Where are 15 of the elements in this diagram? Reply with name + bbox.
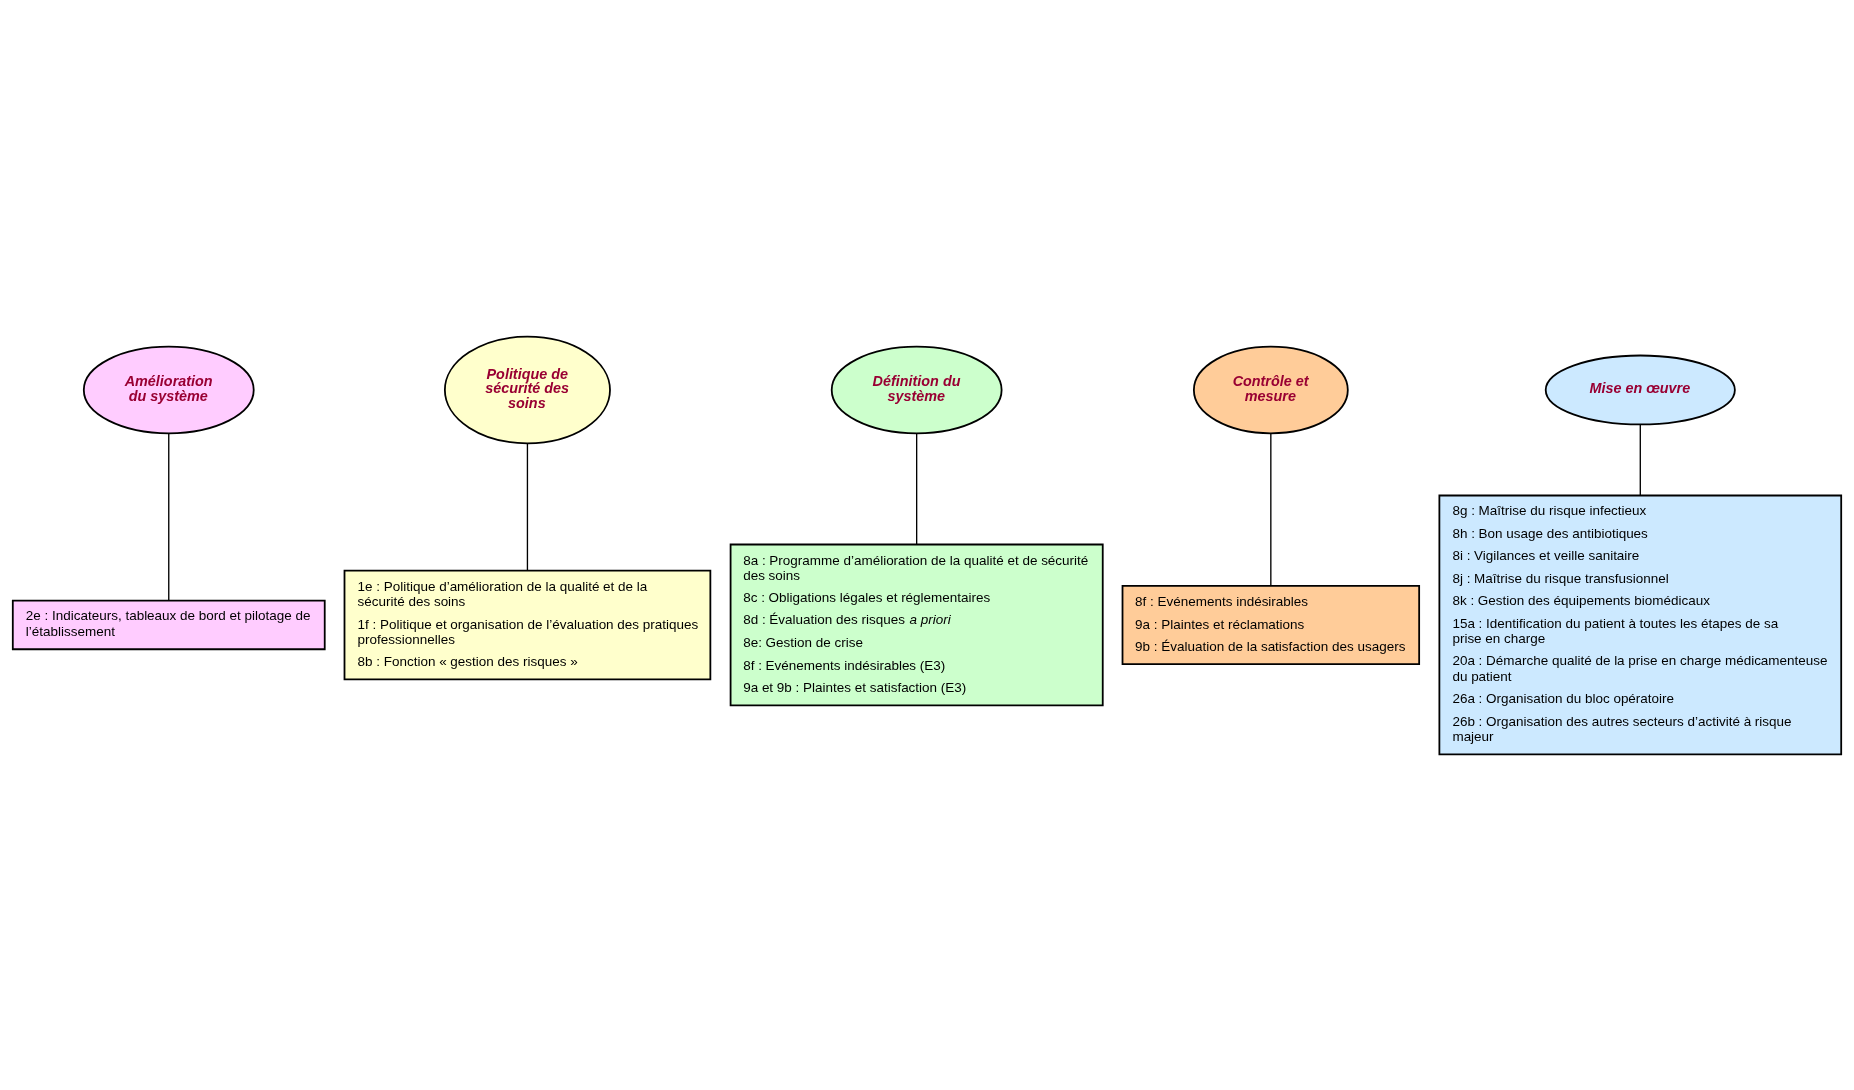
connector — [916, 432, 918, 545]
connector — [1639, 423, 1641, 496]
node-box: 8g : Maîtrise du risque infectieux 8h : Bon usage des antibiotiques 8i : Vigilances et veille sanitaire 8j : Maîtrise du risque transfusionnel 8k : Gestion des équipements biomédicaux 15a : Identification du patient à toutes les étapes de sa prise en charge 20a : Démarche qualité de la prise en charge médicamenteuse du patient 26a : Organisation du bloc opératoire 26b : Organisation des autres secteurs d’activité à risque majeur — [1438, 494, 1843, 755]
node-ellipse: Définition du système — [830, 345, 1003, 434]
node-box: 2e : Indicateurs, tableaux de bord et pilotage de l’établissement — [11, 599, 326, 650]
node-ellipse: Contrôle et mesure — [1192, 345, 1349, 434]
node-box: 1e : Politique d’amélioration de la qualité et de la sécurité des soins 1f : Politique et organisation de l’évaluation des pratiques professionnelles 8b : Fonction « gestion des risques » — [343, 569, 712, 680]
node-ellipse: Politique de sécurité des soins — [443, 335, 611, 444]
node-ellipse: Amélioration du système — [82, 345, 255, 434]
node-box: 8a : Programme d’amélioration de la qualité et de sécurité des soins 8c : Obligations légales et réglementaires 8d : Évaluation des risques a priori 8e: Gestion de crise 8f : Evénements indésirables (E3) 9a et 9b : Plaintes et satisfaction (E3) — [729, 543, 1104, 706]
connector — [168, 432, 170, 601]
connector — [1270, 432, 1272, 586]
connector — [526, 442, 529, 571]
node-ellipse: Mise en œuvre — [1544, 354, 1736, 425]
node-box: 8f : Evénements indésirables 9a : Plaintes et réclamations 9b : Évaluation de la satisfaction des usagers — [1121, 584, 1421, 665]
